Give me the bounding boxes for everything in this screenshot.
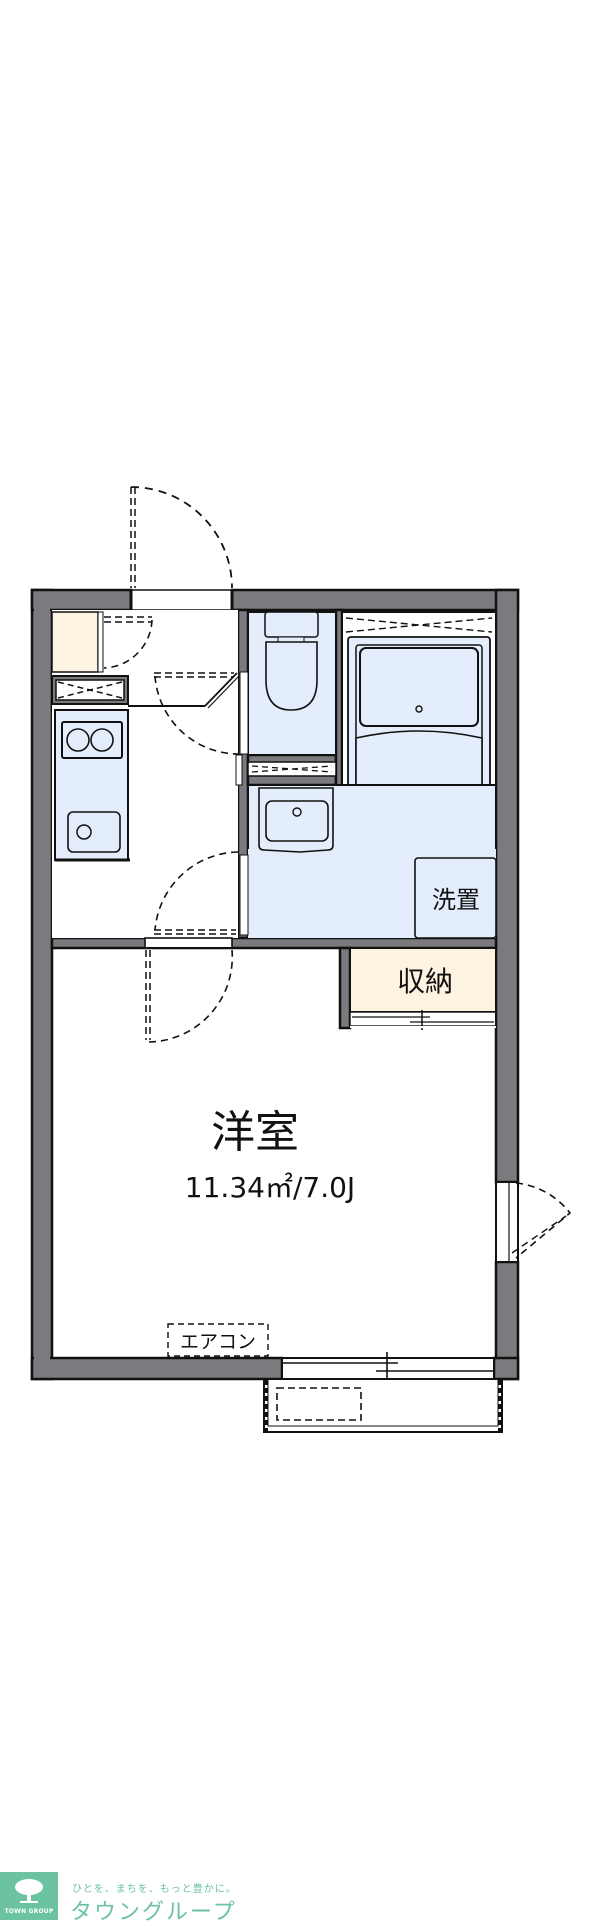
logo-caption: TOWN GROUP [4,1908,54,1915]
footer-branding: TOWN GROUP ひとを、まちを、もっと豊かに。 タウングループ [0,1872,604,1925]
tree-icon [15,1879,43,1903]
storage-label: 収納 [396,965,453,998]
room-door [144,937,234,1043]
town-group-logo: TOWN GROUP [0,1872,58,1920]
toilet-room [239,611,337,777]
wash-space-label: 洗置 [432,886,480,914]
entrance-door [129,486,234,611]
balcony [263,1352,503,1433]
outer-walls [30,588,520,1381]
main-room [51,947,497,1359]
brand-name: タウングループ [70,1900,237,1925]
wash-area [239,784,497,939]
air-conditioner-box [167,1323,269,1357]
side-window [495,1181,572,1263]
western-room-name: 洋室 [211,1107,299,1158]
air-conditioner-label: エアコン [179,1331,256,1353]
western-room-area: 11.34㎡/7.0J [184,1171,356,1204]
kitchen-area [51,610,243,938]
tagline: ひとを、まちを、もっと豊かに。 [72,1884,237,1895]
